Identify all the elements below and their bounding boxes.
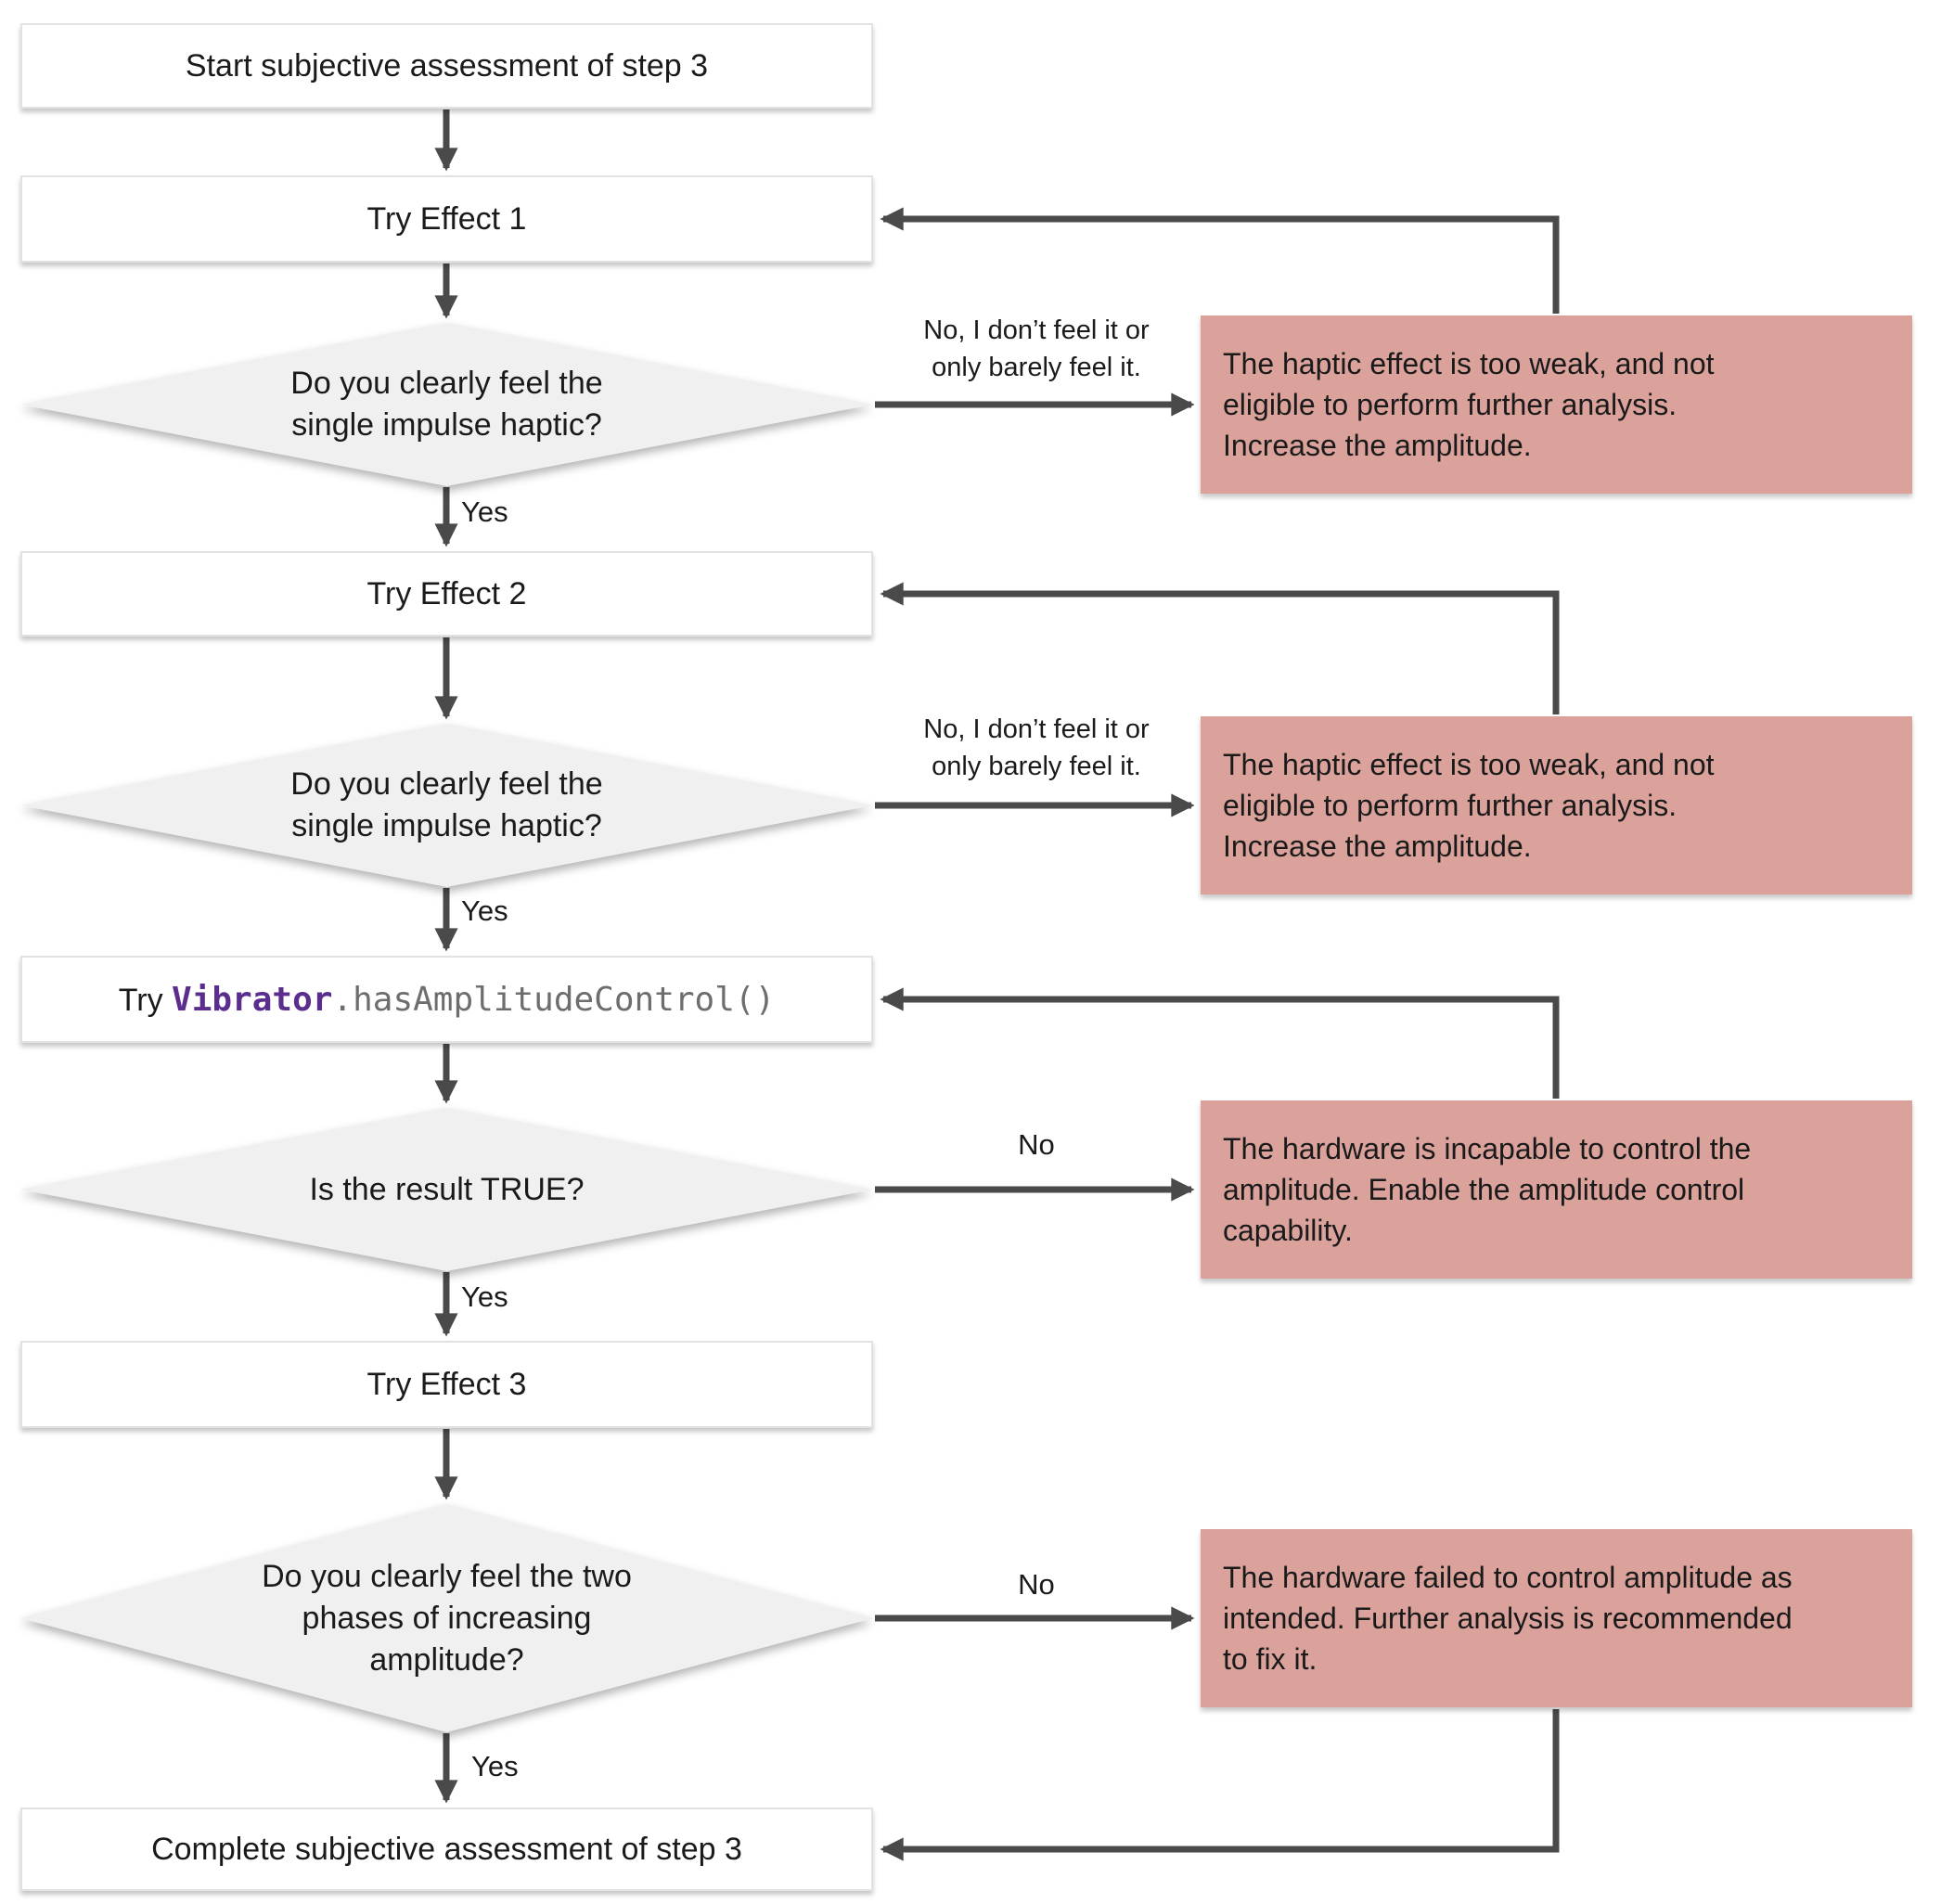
process-try-effect-2: Try Effect 2 (20, 551, 873, 637)
process-start-label: Start subjective assessment of step 3 (185, 47, 709, 84)
error-box-hardware-failed-label: The hardware failed to control amplitude… (1223, 1561, 1793, 1676)
decision-result-true: Is the result TRUE? (20, 1108, 873, 1271)
decision-single-impulse-2-label: Do you clearly feel the single impulse h… (290, 766, 603, 843)
edge-label-yes-2: Yes (461, 894, 508, 927)
code-vibrator-class: Vibrator (172, 980, 333, 1019)
process-try-effect-3: Try Effect 3 (20, 1341, 873, 1428)
error-box-haptic-too-weak-1-label: The haptic effect is too weak, and not e… (1223, 347, 1715, 462)
process-try-effect-1-label: Try Effect 1 (366, 200, 527, 237)
error-box-hardware-failed: The hardware failed to control amplitude… (1201, 1529, 1912, 1707)
decision-single-impulse-2: Do you clearly feel the single impulse h… (20, 724, 873, 887)
process-try-amplitude-control: Try Vibrator.hasAmplitudeControl() (20, 956, 873, 1043)
edge-label-no-long-2: No, I don’t feel it or only barely feel … (923, 714, 1150, 781)
process-try-amplitude-control-label: Try Vibrator.hasAmplitudeControl() (119, 981, 776, 1019)
decision-single-impulse-1: Do you clearly feel the single impulse h… (20, 323, 873, 486)
edge-error1-back-to-effect1 (880, 207, 1560, 314)
edge-label-yes-3: Yes (461, 1280, 508, 1313)
decision-result-true-label: Is the result TRUE? (309, 1171, 585, 1207)
process-complete: Complete subjective assessment of step 3 (20, 1808, 873, 1891)
error-box-hardware-incapable: The hardware is incapable to control the… (1201, 1100, 1912, 1279)
decision-two-phases: Do you clearly feel the two phases of in… (20, 1504, 873, 1732)
error-box-hardware-incapable-label: The hardware is incapable to control the… (1223, 1132, 1752, 1247)
edge-error3-back-to-amplitude (880, 987, 1560, 1099)
error-box-haptic-too-weak-2: The haptic effect is too weak, and not e… (1201, 716, 1912, 894)
edge-error2-back-to-effect2 (880, 582, 1560, 714)
edge-error4-to-complete (880, 1709, 1560, 1861)
process-complete-label: Complete subjective assessment of step 3 (151, 1831, 742, 1867)
code-has-amplitude-method: .hasAmplitudeControl() (332, 980, 776, 1019)
process-start: Start subjective assessment of step 3 (20, 23, 873, 109)
edge-label-yes-1: Yes (461, 495, 508, 528)
decision-two-phases-label: Do you clearly feel the two phases of in… (262, 1558, 632, 1678)
edge-label-no-4: No (1018, 1568, 1055, 1601)
edge-label-yes-4: Yes (471, 1750, 519, 1782)
try-prefix-text: Try (118, 982, 173, 1018)
edge-label-no-3: No (1018, 1128, 1055, 1161)
process-try-effect-2-label: Try Effect 2 (366, 575, 527, 611)
decision-single-impulse-1-label: Do you clearly feel the single impulse h… (290, 366, 603, 443)
process-try-effect-3-label: Try Effect 3 (366, 1366, 527, 1402)
error-box-haptic-too-weak-2-label: The haptic effect is too weak, and not e… (1223, 748, 1715, 863)
process-try-effect-1: Try Effect 1 (20, 175, 873, 263)
edge-label-no-long-1: No, I don’t feel it or only barely feel … (923, 315, 1150, 382)
error-box-haptic-too-weak-1: The haptic effect is too weak, and not e… (1201, 315, 1912, 494)
